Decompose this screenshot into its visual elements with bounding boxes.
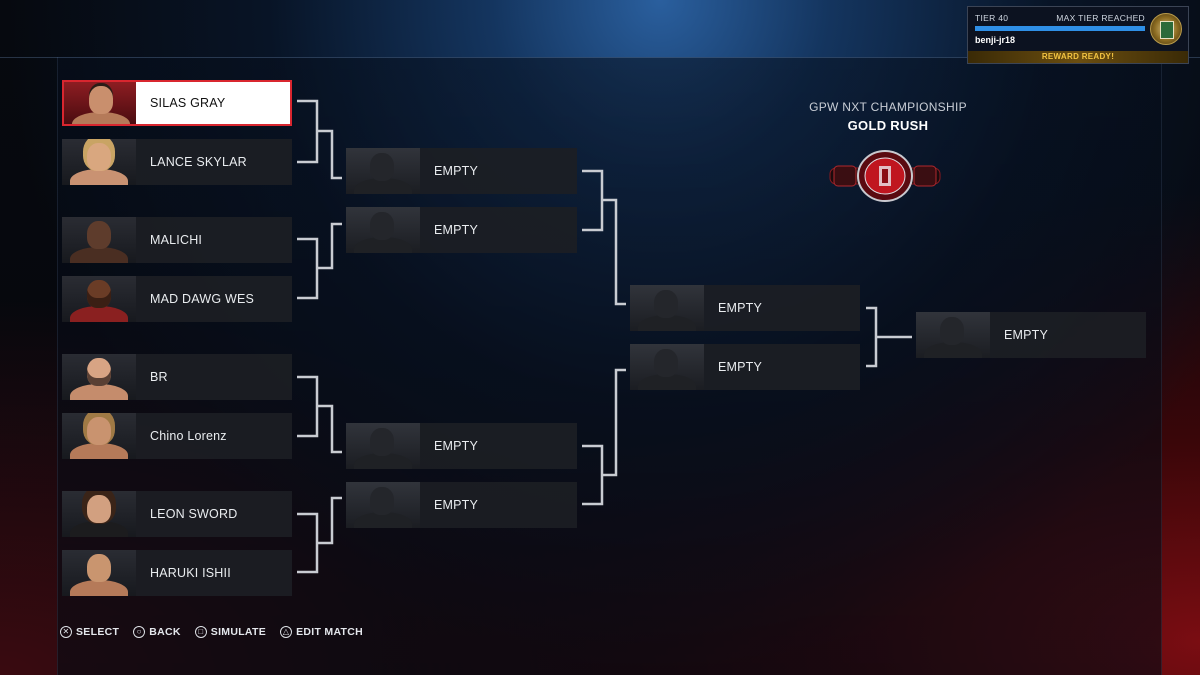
round2-slot-2[interactable]: EMPTY xyxy=(346,207,577,253)
slot-label: EMPTY xyxy=(718,360,763,374)
bracket-line xyxy=(297,222,342,300)
empty-silhouette-icon xyxy=(630,344,704,390)
slot-label: EMPTY xyxy=(434,439,479,453)
cross-button-icon: ✕ xyxy=(60,626,72,638)
tier-label: TIER 40 xyxy=(975,13,1009,23)
championship-title: GPW NXT CHAMPIONSHIP xyxy=(809,100,967,114)
tier-badge-icon xyxy=(1150,13,1182,45)
bracket-line xyxy=(297,496,342,574)
entrant-slot-2[interactable]: LANCE SKYLAR xyxy=(62,139,292,185)
tier-progress-fill xyxy=(975,26,1145,31)
tier-progress-widget: TIER 40 MAX TIER REACHED benji-jr18 REWA… xyxy=(967,6,1189,64)
slot-label: EMPTY xyxy=(434,223,479,237)
round2-slot-3[interactable]: EMPTY xyxy=(346,423,577,469)
wrestler-portrait xyxy=(62,354,136,400)
wrestler-portrait xyxy=(62,139,136,185)
tier-status: MAX TIER REACHED xyxy=(1056,13,1145,23)
control-simulate[interactable]: □ SIMULATE xyxy=(194,626,267,638)
entrant-slot-1[interactable]: SILAS GRAY xyxy=(62,80,292,126)
wrestler-portrait xyxy=(62,413,136,459)
entrant-name: SILAS GRAY xyxy=(150,96,226,110)
wrestler-portrait xyxy=(62,491,136,537)
triangle-button-icon: △ xyxy=(280,626,293,638)
entrant-slot-8[interactable]: HARUKI ISHII xyxy=(62,550,292,596)
bracket-line xyxy=(582,368,626,506)
entrant-name: MAD DAWG WES xyxy=(150,292,255,306)
entrant-slot-7[interactable]: LEON SWORD xyxy=(62,491,292,537)
round3-slot-2[interactable]: EMPTY xyxy=(630,344,860,390)
circle-button-icon: ○ xyxy=(133,626,146,638)
wrestler-portrait xyxy=(62,276,136,322)
entrant-slot-5[interactable]: BR xyxy=(62,354,292,400)
tier-progress-bar xyxy=(975,26,1145,31)
entrant-slot-3[interactable]: MALICHI xyxy=(62,217,292,263)
empty-silhouette-icon xyxy=(346,207,420,253)
empty-silhouette-icon xyxy=(630,285,704,331)
tournament-name: GOLD RUSH xyxy=(847,118,929,133)
round2-slot-4[interactable]: EMPTY xyxy=(346,482,577,528)
header-divider xyxy=(0,57,1200,58)
control-label: BACK xyxy=(149,626,181,638)
control-label: SELECT xyxy=(76,626,120,638)
bracket-line xyxy=(297,99,342,180)
entrant-name: LANCE SKYLAR xyxy=(150,155,247,169)
championship-info: GPW NXT CHAMPIONSHIP GOLD RUSH xyxy=(788,100,988,133)
wrestler-portrait xyxy=(62,217,136,263)
entrant-name: Chino Lorenz xyxy=(150,429,227,443)
entrant-slot-6[interactable]: Chino Lorenz xyxy=(62,413,292,459)
entrant-name: LEON SWORD xyxy=(150,507,238,521)
slot-label: EMPTY xyxy=(434,498,479,512)
control-label: EDIT MATCH xyxy=(296,626,364,638)
slot-label: EMPTY xyxy=(1004,328,1049,342)
empty-silhouette-icon xyxy=(346,148,420,194)
controller-hints: ✕ SELECT ○ BACK □ SIMULATE △ EDIT MATCH xyxy=(60,626,363,638)
slot-label: EMPTY xyxy=(434,164,479,178)
bracket-line xyxy=(866,306,912,368)
bracket-line xyxy=(297,375,342,454)
final-slot[interactable]: EMPTY xyxy=(916,312,1146,358)
championship-belt-icon xyxy=(829,150,941,202)
reward-ready-banner[interactable]: REWARD READY! xyxy=(968,51,1188,63)
username: benji-jr18 xyxy=(975,35,1016,45)
control-select[interactable]: ✕ SELECT xyxy=(60,626,119,638)
wrestler-portrait xyxy=(62,550,136,596)
entrant-name: BR xyxy=(150,370,168,384)
round3-slot-1[interactable]: EMPTY xyxy=(630,285,860,331)
empty-silhouette-icon xyxy=(916,312,990,358)
control-label: SIMULATE xyxy=(210,626,267,638)
control-edit-match[interactable]: △ EDIT MATCH xyxy=(280,626,363,638)
entrant-name: MALICHI xyxy=(150,233,203,247)
entrant-name: HARUKI ISHII xyxy=(150,566,231,580)
square-button-icon: □ xyxy=(194,626,207,638)
bracket-line xyxy=(582,169,626,306)
round2-slot-1[interactable]: EMPTY xyxy=(346,148,577,194)
slot-label: EMPTY xyxy=(718,301,763,315)
empty-silhouette-icon xyxy=(346,482,420,528)
empty-silhouette-icon xyxy=(346,423,420,469)
wrestler-portrait xyxy=(64,82,136,124)
control-back[interactable]: ○ BACK xyxy=(133,626,181,638)
entrant-slot-4[interactable]: MAD DAWG WES xyxy=(62,276,292,322)
